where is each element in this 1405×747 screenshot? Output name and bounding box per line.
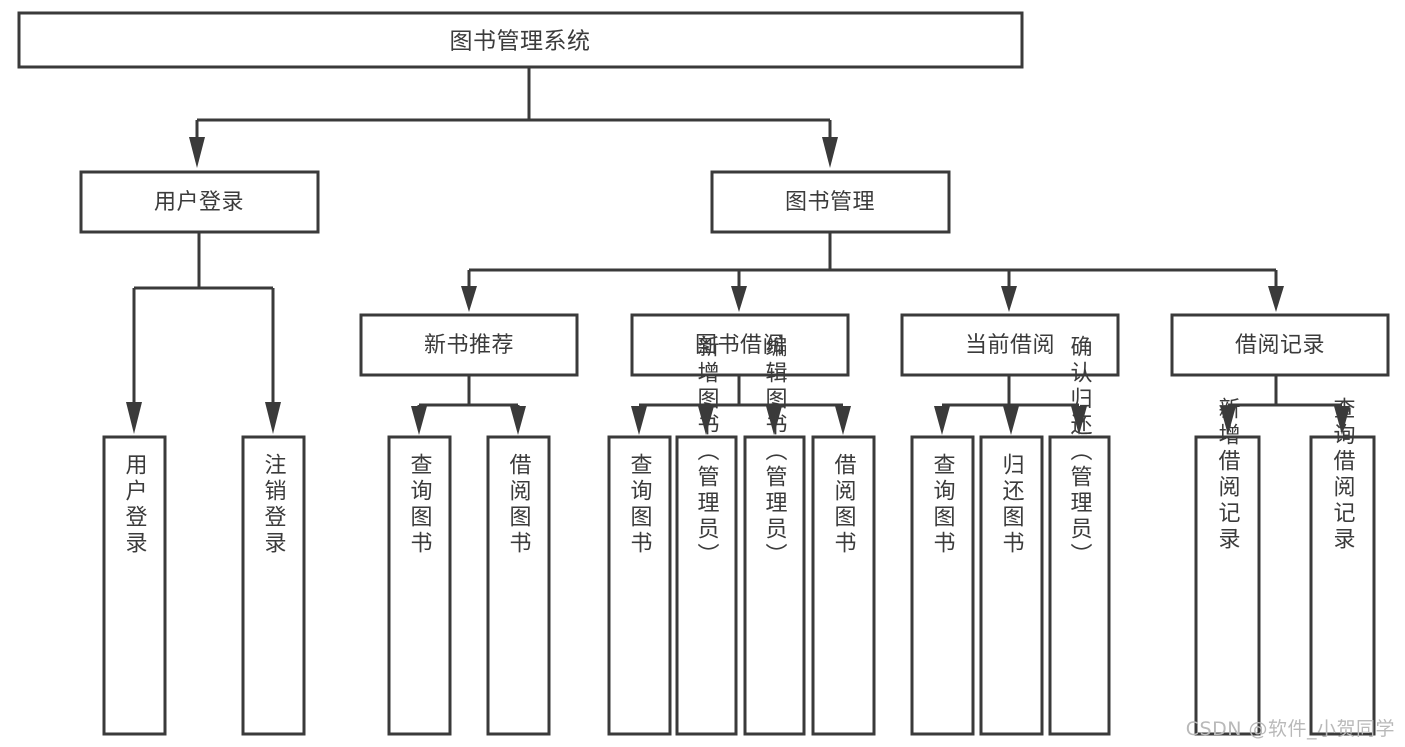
node-book-borrow[interactable]: 图书借阅: [630, 313, 850, 377]
node-book-borrow-label: 图书借阅: [695, 333, 785, 358]
node-new-book-recommend-label: 新书推荐: [424, 333, 514, 358]
arrow-head-book-manage: [822, 137, 838, 168]
node-leaf-borrow-book-1-label: 借阅图书: [506, 453, 532, 557]
node-leaf-edit-book[interactable]: 编辑图书（管理员）: [743, 335, 806, 736]
node-leaf-query-record-box[interactable]: [1309, 435, 1376, 736]
node-leaf-add-book-box[interactable]: [675, 435, 738, 736]
node-book-borrow-box[interactable]: [630, 313, 850, 377]
node-leaf-borrow-book-1[interactable]: 借阅图书: [486, 435, 551, 736]
arrow-head-user-login: [189, 137, 205, 168]
node-user-login-label: 用户登录: [154, 190, 244, 215]
node-leaf-confirm-return-label: 确认归还（管理员）: [1067, 335, 1093, 569]
node-borrow-record-box[interactable]: [1170, 313, 1390, 377]
node-leaf-logout-login-label: 注销登录: [261, 453, 287, 557]
node-leaf-user-login-box[interactable]: [102, 435, 167, 736]
node-leaf-confirm-return-box[interactable]: [1048, 435, 1111, 736]
arrow-head-leaf-query-book-2: [631, 406, 647, 435]
arrow-head-leaf-confirm-return: [1071, 406, 1087, 435]
arrow-head-leaf-query-book-3: [934, 406, 950, 435]
node-leaf-query-book-2[interactable]: 查询图书: [607, 435, 672, 736]
node-current-borrow[interactable]: 当前借阅: [900, 313, 1120, 377]
arrow-head-leaf-user-login: [126, 402, 142, 434]
node-new-book-recommend-box[interactable]: [359, 313, 579, 377]
node-leaf-query-book-3-label: 查询图书: [930, 453, 956, 557]
arrow-head-leaf-add-book: [698, 406, 714, 435]
node-leaf-borrow-book-2[interactable]: 借阅图书: [811, 435, 876, 736]
node-leaf-borrow-book-1-box[interactable]: [486, 435, 551, 736]
node-leaf-return-book[interactable]: 归还图书: [979, 435, 1044, 736]
node-book-manage[interactable]: 图书管理: [710, 170, 951, 234]
node-leaf-query-book-3-box[interactable]: [910, 435, 975, 736]
arrow-head-leaf-add-record: [1220, 406, 1236, 435]
node-leaf-return-book-box[interactable]: [979, 435, 1044, 736]
node-leaf-query-book-1-box[interactable]: [387, 435, 452, 736]
arrow-head-leaf-query-book-1: [411, 406, 427, 435]
node-leaf-edit-book-box[interactable]: [743, 435, 806, 736]
node-leaf-borrow-book-2-label: 借阅图书: [831, 453, 857, 557]
node-new-book-recommend[interactable]: 新书推荐: [359, 313, 579, 377]
node-current-borrow-box[interactable]: [900, 313, 1120, 377]
node-book-manage-label: 图书管理: [785, 190, 875, 215]
arrow-head-leaf-logout-login: [265, 402, 281, 434]
node-leaf-query-book-1-label: 查询图书: [407, 453, 433, 557]
node-book-manage-box[interactable]: [710, 170, 951, 234]
node-leaf-add-record[interactable]: 新增借阅记录: [1194, 397, 1261, 736]
node-leaf-user-login[interactable]: 用户登录: [102, 435, 167, 736]
node-leaf-query-book-3[interactable]: 查询图书: [910, 435, 975, 736]
node-user-login[interactable]: 用户登录: [79, 170, 320, 234]
csdn-watermark: CSDN @软件_小贺同学: [1185, 718, 1395, 740]
node-root[interactable]: 图书管理系统: [17, 11, 1024, 69]
arrow-head-borrow-record: [1268, 286, 1284, 312]
node-leaf-add-record-label: 新增借阅记录: [1215, 397, 1241, 553]
node-user-login-box[interactable]: [79, 170, 320, 234]
node-leaf-query-book-2-label: 查询图书: [627, 453, 653, 557]
node-leaf-add-record-box[interactable]: [1194, 435, 1261, 736]
node-leaf-logout-login[interactable]: 注销登录: [241, 435, 306, 736]
node-leaf-confirm-return[interactable]: 确认归还（管理员）: [1048, 335, 1111, 736]
node-current-borrow-label: 当前借阅: [965, 333, 1055, 358]
node-leaf-borrow-book-2-box[interactable]: [811, 435, 876, 736]
node-borrow-record[interactable]: 借阅记录: [1170, 313, 1390, 377]
arrow-head-leaf-edit-book: [766, 406, 782, 435]
arrow-head-leaf-borrow-book-1: [510, 406, 526, 435]
node-leaf-logout-login-box[interactable]: [241, 435, 306, 736]
node-leaf-query-book-1[interactable]: 查询图书: [387, 435, 452, 736]
arrow-head-new-book-recommend: [461, 286, 477, 312]
node-leaf-add-book-label: 新增图书（管理员）: [694, 335, 720, 569]
node-leaf-edit-book-label: 编辑图书（管理员）: [762, 335, 788, 569]
node-leaf-query-record[interactable]: 查询借阅记录: [1309, 397, 1376, 736]
arrow-head-leaf-query-record: [1334, 406, 1350, 435]
node-leaf-add-book[interactable]: 新增图书（管理员）: [675, 335, 738, 736]
arrow-head-current-borrow: [1001, 286, 1017, 312]
node-root-label: 图书管理系统: [450, 29, 591, 55]
arrow-head-book-borrow: [731, 286, 747, 312]
arrow-head-leaf-return-book: [1003, 406, 1019, 435]
node-root-box[interactable]: [17, 11, 1024, 69]
node-leaf-query-record-label: 查询借阅记录: [1330, 397, 1356, 553]
arrow-head-leaf-borrow-book-2: [835, 406, 851, 435]
node-leaf-return-book-label: 归还图书: [999, 453, 1025, 557]
node-leaf-query-book-2-box[interactable]: [607, 435, 672, 736]
connector-group: [126, 68, 1350, 435]
node-leaf-user-login-label: 用户登录: [122, 453, 148, 557]
node-borrow-record-label: 借阅记录: [1235, 333, 1325, 358]
